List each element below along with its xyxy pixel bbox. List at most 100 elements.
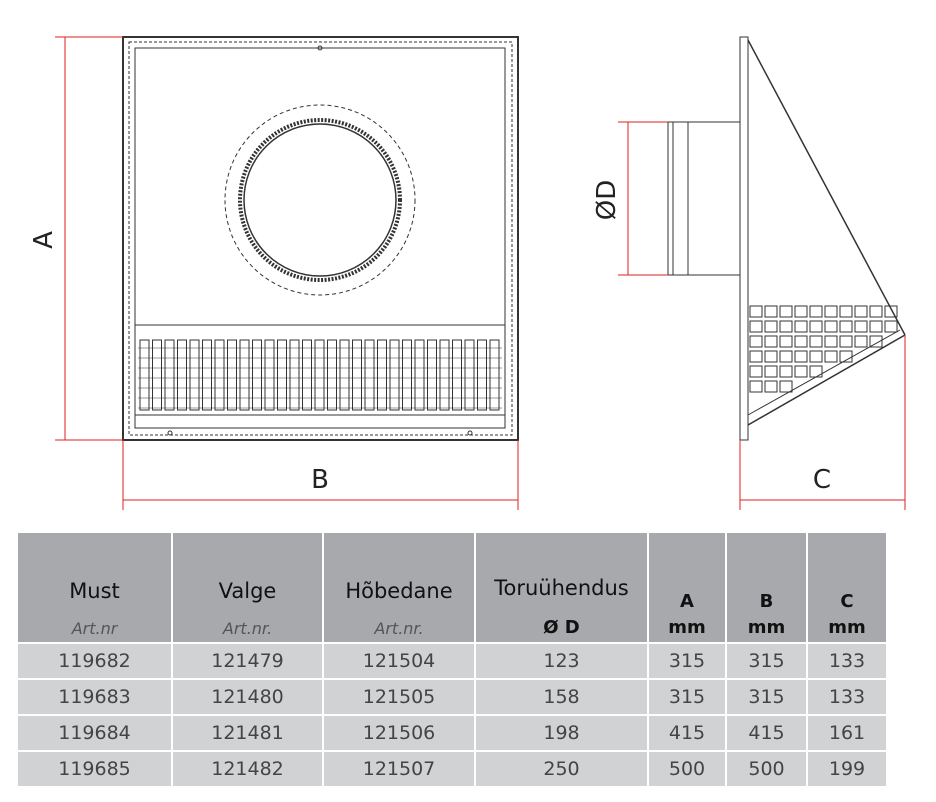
grille-slat [252, 339, 262, 411]
grille-slat [477, 339, 487, 411]
mesh-cell [794, 365, 808, 378]
mesh-cell [824, 305, 838, 318]
mesh-cell [794, 350, 808, 363]
table-cell: 315 [727, 680, 806, 714]
mesh-cell [794, 305, 808, 318]
col-sub: Art.nr. [374, 619, 424, 638]
front-view [122, 36, 519, 441]
col-title: Must [69, 579, 120, 603]
mesh-cell [839, 305, 853, 318]
mesh-cell [764, 380, 778, 393]
table-cell: 123 [476, 644, 647, 678]
grille-slat [202, 339, 212, 411]
mesh-cell [764, 320, 778, 333]
mesh-cell [794, 320, 808, 333]
table-cell: 500 [727, 752, 806, 786]
table-cell: 133 [808, 644, 886, 678]
table-cell: 158 [476, 680, 647, 714]
grille-slat [239, 339, 250, 411]
grille-slat [489, 339, 500, 411]
dimension-d-label: ØD [592, 180, 622, 221]
mesh-cell [779, 320, 793, 333]
table-cell: 121504 [324, 644, 474, 678]
table-cell: 121480 [173, 680, 322, 714]
mesh-cell [824, 335, 838, 348]
mesh-cell [884, 305, 898, 318]
mesh-cell [809, 350, 823, 363]
grille-slat [327, 339, 337, 411]
grille-slat [464, 339, 475, 411]
grille-slat [302, 339, 312, 411]
dimensions [55, 36, 906, 510]
table-cell: 121505 [324, 680, 474, 714]
mesh-cell [854, 335, 868, 348]
table-cell: 415 [649, 716, 725, 750]
grille-slat [189, 339, 200, 411]
grille-slat [352, 339, 362, 411]
mesh-cell [749, 320, 763, 333]
table-cell: 199 [808, 752, 886, 786]
grille-slat [377, 339, 387, 411]
mesh-cell [869, 305, 883, 318]
grille-slat [227, 339, 237, 411]
grille-slat [214, 339, 225, 411]
grille-slat [289, 339, 300, 411]
table-cell: 198 [476, 716, 647, 750]
table-cell: 121507 [324, 752, 474, 786]
table-cell: 161 [808, 716, 886, 750]
grille-slat [177, 339, 187, 411]
mesh-cell [779, 365, 793, 378]
mesh-cell [779, 380, 793, 393]
grille-slat [439, 339, 450, 411]
col-title: B [759, 591, 774, 612]
grille-slat [402, 339, 412, 411]
table-cell: 315 [727, 644, 806, 678]
col-sub: mm [828, 617, 866, 638]
mesh-cell [764, 350, 778, 363]
mesh-cell [809, 305, 823, 318]
col-sub: mm [668, 617, 706, 638]
table-cell: 121482 [173, 752, 322, 786]
grille-slat [427, 339, 437, 411]
grille-slat [389, 339, 400, 411]
mesh-cell [749, 305, 763, 318]
grille-slat [364, 339, 375, 411]
table-cell: 500 [649, 752, 725, 786]
col-sub: Art.nr [71, 619, 118, 638]
table-cell: 121481 [173, 716, 322, 750]
table-cell: 133 [808, 680, 886, 714]
table-cell: 315 [649, 680, 725, 714]
mesh-cell [749, 350, 763, 363]
table-cell: 119685 [18, 752, 171, 786]
mesh-cell [779, 305, 793, 318]
grille-slat [152, 339, 162, 411]
mesh-cell [869, 320, 883, 333]
table-cell: 121479 [173, 644, 322, 678]
col-sub: mm [747, 617, 786, 638]
grille-slat [452, 339, 462, 411]
mesh-cell [824, 350, 838, 363]
grille-slat [314, 339, 325, 411]
mesh-cell [749, 365, 763, 378]
table-cell: 121506 [324, 716, 474, 750]
table-cell: 119683 [18, 680, 171, 714]
mesh-cell [809, 335, 823, 348]
table-cell: 415 [727, 716, 806, 750]
mesh-grid [749, 305, 898, 393]
dimension-b-label: B [311, 465, 329, 495]
mesh-cell [884, 320, 898, 333]
col-title: A [680, 591, 694, 612]
col-sub: Art.nr. [222, 619, 273, 638]
